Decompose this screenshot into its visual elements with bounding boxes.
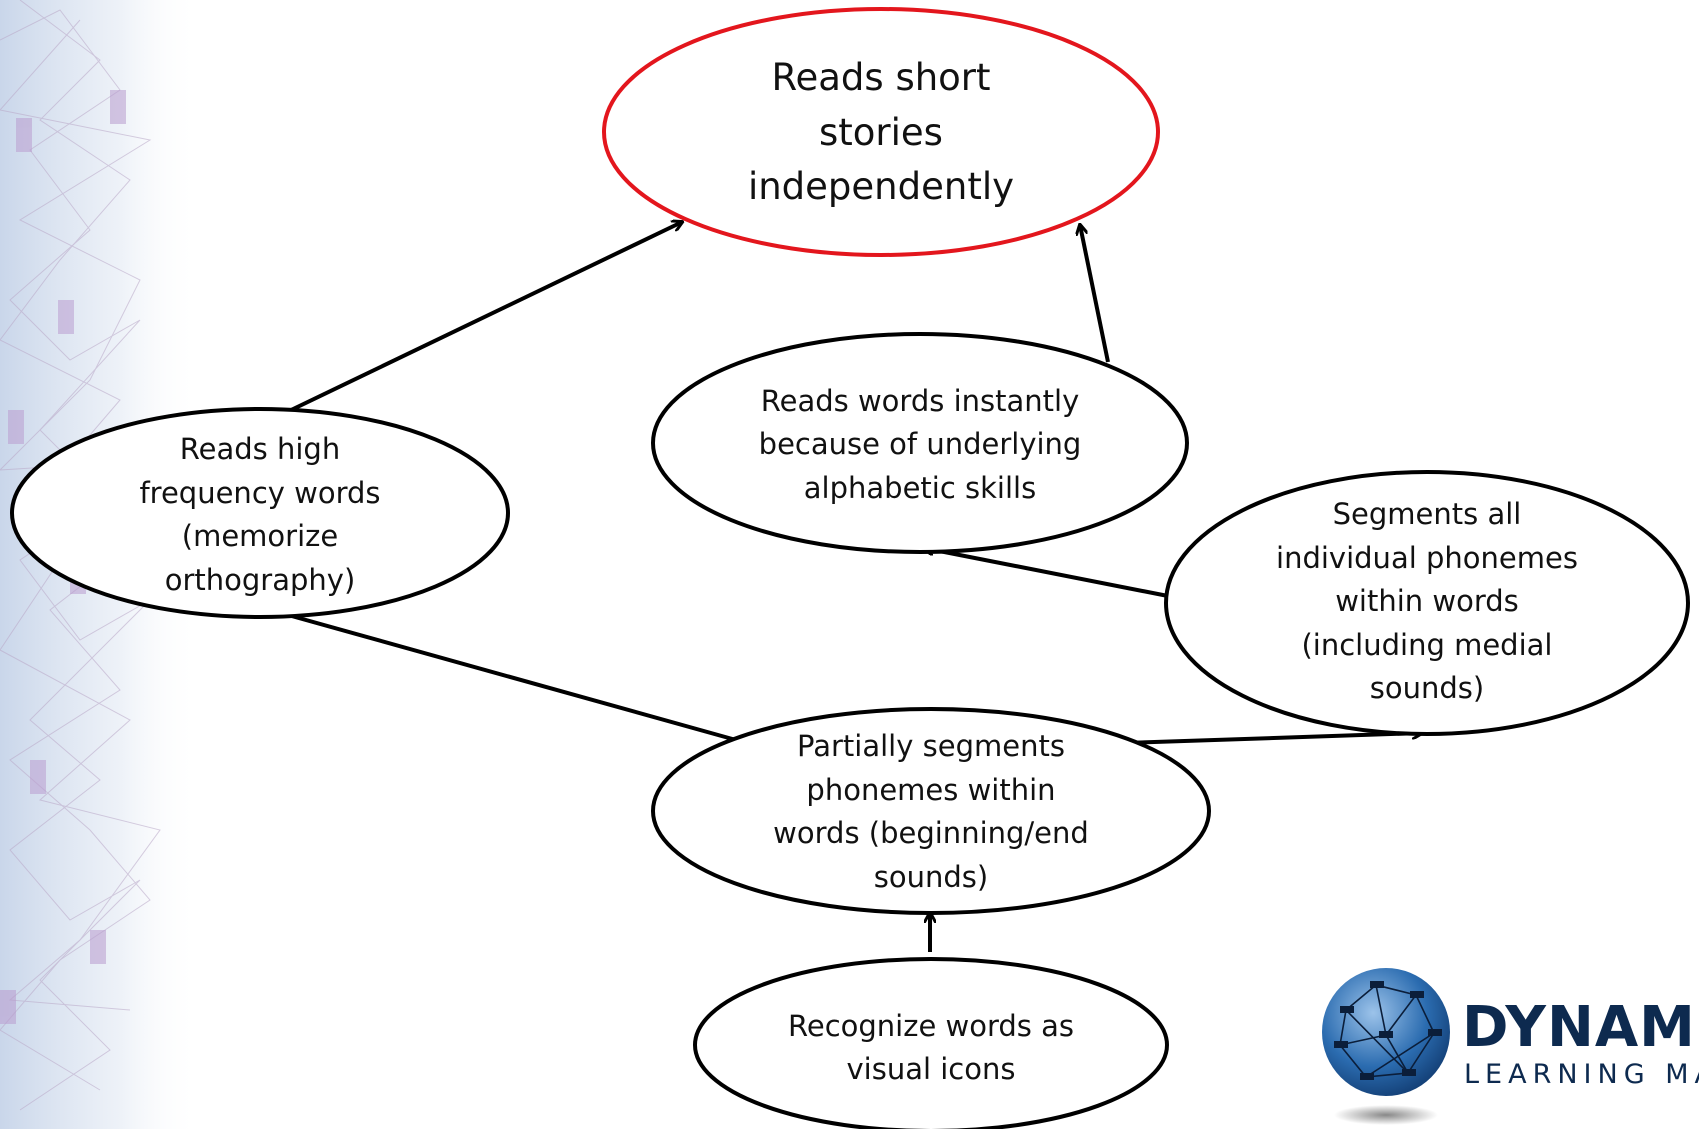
node-instant-label: Reads words instantly because of underly… bbox=[758, 383, 1082, 505]
node-goal-ellipse bbox=[602, 7, 1160, 257]
node-partial-ellipse bbox=[651, 707, 1211, 915]
node-instant-ellipse bbox=[651, 332, 1189, 554]
node-recognize-label: Recognize words as visual icons bbox=[788, 1008, 1074, 1087]
node-segmentsall-label: Segments all individual phonemes within … bbox=[1276, 497, 1578, 706]
dynamic-learning-maps-logo: DYNAMIC LEARNING MAP bbox=[1316, 955, 1699, 1129]
logo-tagline: LEARNING MAP bbox=[1464, 1059, 1699, 1090]
node-goal-label: Reads short stories independently bbox=[747, 55, 1015, 209]
globe-network-icon bbox=[1322, 968, 1450, 1125]
arrow-highfreq-to-goal bbox=[261, 222, 682, 426]
node-highfreq-ellipse bbox=[10, 407, 510, 619]
arrow-segmentsall-to-instant bbox=[924, 548, 1169, 598]
node-segmentsall-ellipse bbox=[1164, 470, 1690, 736]
arrow-partial-to-highfreq bbox=[263, 608, 737, 742]
node-highfreq-label: Reads high frequency words (memorize ort… bbox=[139, 432, 381, 597]
node-partial-label: Partially segments phonemes within words… bbox=[773, 729, 1089, 894]
logo-wordmark: DYNAMIC bbox=[1462, 995, 1699, 1060]
arrow-partial-to-segmentsall bbox=[1123, 733, 1422, 745]
arrow-instant-to-goal bbox=[1080, 225, 1110, 363]
node-recognize-ellipse bbox=[693, 957, 1169, 1129]
